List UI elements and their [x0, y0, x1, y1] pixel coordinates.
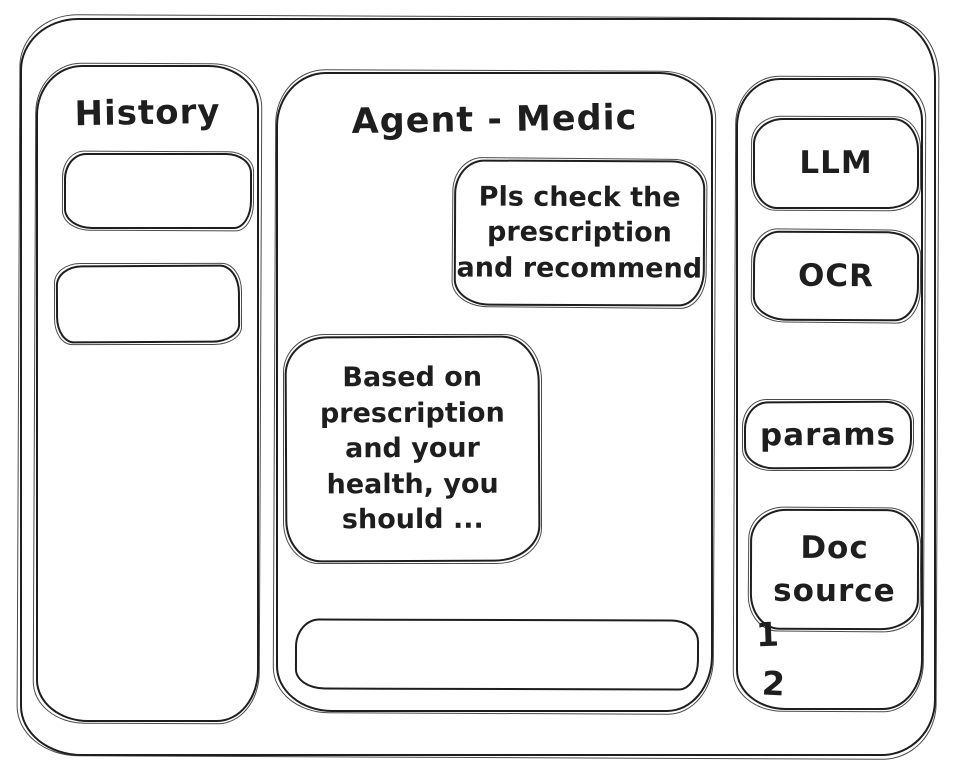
- history-panel: History: [36, 65, 259, 722]
- user-message-text: Pls check the prescription and recommend: [456, 181, 703, 285]
- agent-message-text: Based on prescription and your health, y…: [319, 361, 505, 536]
- agent-message-bubble: Based on prescription and your health, y…: [284, 335, 541, 563]
- doc-source-button[interactable]: Doc source: [749, 508, 920, 631]
- message-input[interactable]: [294, 618, 700, 691]
- ocr-button[interactable]: OCR: [752, 230, 920, 322]
- doc-source-item-2: 2: [760, 663, 786, 704]
- history-item[interactable]: [64, 153, 252, 229]
- llm-button[interactable]: LLM: [753, 118, 919, 209]
- tools-panel: LLM OCR params Doc source 1 2: [736, 78, 923, 710]
- user-message-bubble: Pls check the prescription and recommend: [453, 159, 706, 307]
- chat-title: Agent - Medic: [351, 98, 638, 142]
- doc-source-item-1: 1: [755, 614, 780, 655]
- history-item[interactable]: [55, 264, 241, 344]
- history-title: History: [74, 91, 221, 135]
- chat-panel: Agent - Medic Pls check the prescription…: [276, 72, 713, 712]
- params-button[interactable]: params: [743, 400, 913, 470]
